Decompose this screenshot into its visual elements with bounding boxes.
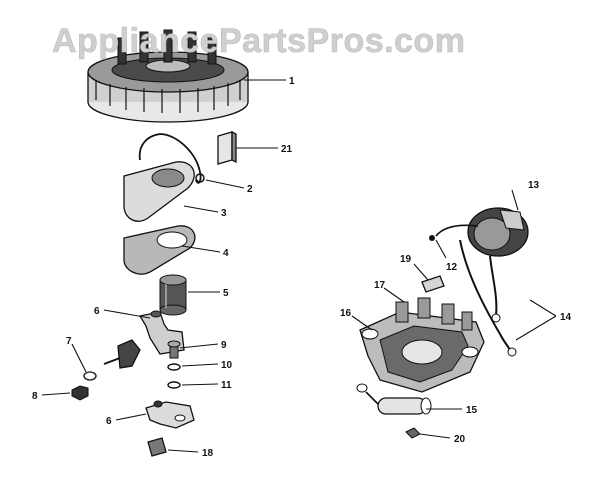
callout-8: 8 xyxy=(32,391,38,402)
callout-5: 5 xyxy=(223,288,229,299)
small-screw-part xyxy=(405,427,421,439)
dust-cover-part xyxy=(123,161,195,222)
gasket-part xyxy=(123,225,196,275)
nut-part xyxy=(71,385,89,401)
callout-17: 17 xyxy=(374,280,386,291)
callout-labels: 1 2 3 4 5 6 7 8 9 10 11 6 18 21 13 12 19… xyxy=(32,76,572,459)
callout-18: 18 xyxy=(202,448,214,459)
callout-19: 19 xyxy=(400,254,412,265)
leader-lines xyxy=(41,79,557,453)
callout-11: 11 xyxy=(221,380,232,391)
callout-13: 13 xyxy=(528,180,540,191)
callout-7: 7 xyxy=(66,336,72,347)
callout-14: 14 xyxy=(560,312,572,323)
breaker-housing-part xyxy=(359,297,485,393)
ignition-coil-part xyxy=(467,207,529,257)
callout-2: 2 xyxy=(247,184,253,195)
callout-3: 3 xyxy=(221,208,227,219)
insulator-block-part xyxy=(147,437,167,457)
callout-1: 1 xyxy=(289,76,295,87)
bracket-part xyxy=(103,339,141,369)
flywheel-part xyxy=(87,29,249,123)
callout-4: 4 xyxy=(223,248,229,259)
callout-15: 15 xyxy=(466,405,478,416)
cam-part xyxy=(159,274,187,316)
flat-washer-part xyxy=(167,381,181,389)
key-part xyxy=(217,130,237,165)
callout-9: 9 xyxy=(221,340,227,351)
callout-12: 12 xyxy=(446,262,458,273)
insulator-plate-part xyxy=(421,275,445,293)
callout-20: 20 xyxy=(454,434,466,445)
washer-part xyxy=(83,371,97,381)
callout-16: 16 xyxy=(340,308,352,319)
callout-6-upper: 6 xyxy=(94,306,100,317)
callout-10: 10 xyxy=(221,360,233,371)
lock-washer-part xyxy=(167,363,181,371)
watermark-text: AppliancePartsPros.com xyxy=(52,22,465,60)
condenser-part xyxy=(356,383,432,415)
screw-part xyxy=(167,340,181,359)
ground-wire-part xyxy=(459,239,517,357)
spring-clip-part xyxy=(138,133,205,184)
lead-wire-part xyxy=(429,224,479,241)
breaker-base-part xyxy=(145,400,195,429)
callout-21: 21 xyxy=(281,144,293,155)
callout-6-lower: 6 xyxy=(106,416,112,427)
